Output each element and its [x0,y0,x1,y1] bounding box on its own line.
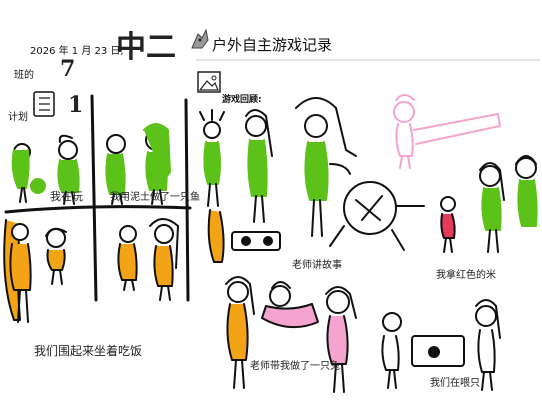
class-handwritten: 中二 [116,30,176,65]
caption-panel2: 我用泥土做了一只鱼 [110,192,200,203]
review-label: 游戏回顾: [222,95,262,105]
record-date: 2026 年 1 月 23 日, [30,46,124,57]
picture-placeholder-icon [197,71,221,93]
plan-figures [3,123,179,323]
class-number-handwritten: 7 [60,56,76,82]
page-title: 户外自主游戏记录 [212,36,333,54]
review-figures [199,94,538,393]
caption-red-rice: 我拿红色的米 [436,270,496,281]
plan-label: 计划 [8,112,28,123]
checklist-icon [33,91,55,117]
class-suffix: 班的 [14,70,34,81]
caption-panel3: 我们围起来坐着吃饭 [34,344,143,358]
caption-panel1: 我在玩 [50,190,83,203]
plan-grid [4,94,192,302]
dragon-logo-icon [191,28,209,49]
caption-teacher-plate: 老师带我做了一只兔 [250,361,340,372]
caption-teacher-talk: 老师讲故事 [292,260,342,271]
plan-handwritten: 1 [68,92,84,118]
caption-feeding: 我们在喂只 [430,378,480,389]
